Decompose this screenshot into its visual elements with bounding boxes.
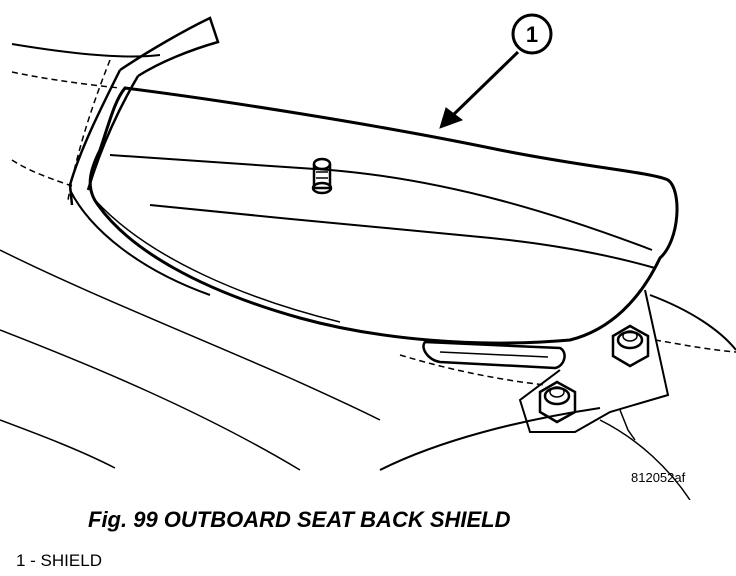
- callout-number: 1: [526, 22, 538, 47]
- shield-body: [88, 86, 679, 345]
- bolt-upper: [611, 324, 650, 368]
- reference-code: 812052af: [631, 470, 686, 485]
- seat-back-shield-illustration: 1: [0, 13, 736, 500]
- seat-cushion-outline: [0, 43, 381, 471]
- callout-1: 1: [511, 13, 553, 55]
- figure-caption: Fig. 99 OUTBOARD SEAT BACK SHIELD: [88, 507, 511, 532]
- legend-item: 1 - SHIELD: [16, 551, 102, 570]
- bolt-lower: [538, 380, 577, 424]
- recliner-handle: [422, 340, 566, 370]
- callout-leader-arrow: [439, 50, 520, 129]
- seat-frame: [379, 289, 736, 500]
- stud-fastener: [311, 157, 333, 195]
